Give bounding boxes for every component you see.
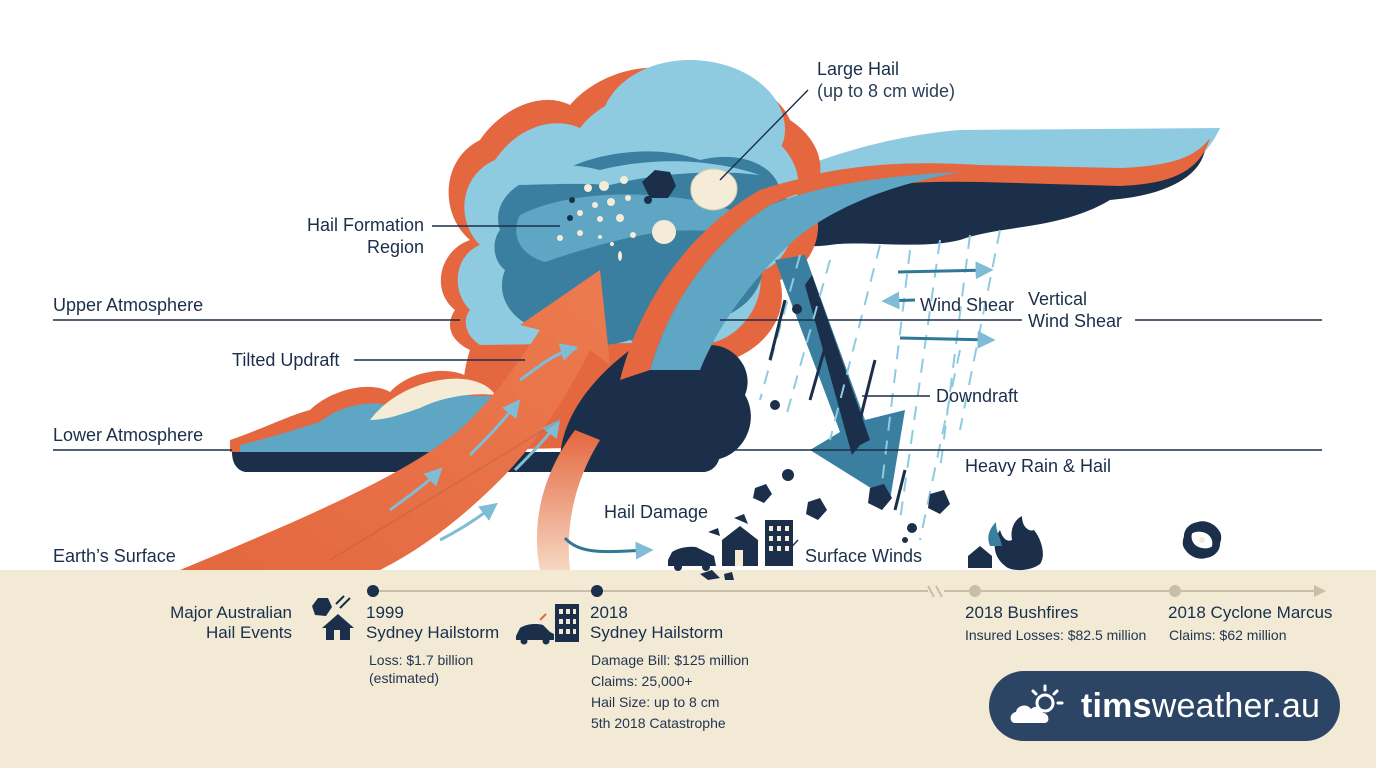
rain-streaks <box>759 229 1001 541</box>
hail-house-icon <box>312 595 354 640</box>
vertical-wind-shear-label: Vertical <box>1028 289 1088 309</box>
vertical-wind-shear-label-2: Wind Shear <box>1028 311 1123 331</box>
front-edge-blue <box>650 172 960 370</box>
heavy-rain-hail-label: Heavy Rain & Hail <box>965 456 1112 476</box>
cloud-tower <box>600 60 785 170</box>
cloud-crest <box>485 161 760 186</box>
event-2018-bushfires-detail: Insured Losses: $82.5 million <box>965 627 1147 643</box>
hail-damage-label: Hail Damage <box>604 502 709 522</box>
upper-atmosphere-label: Upper Atmosphere <box>53 295 204 315</box>
large-hail-label: Large Hail <box>817 59 900 79</box>
hail-formation-region-label: Region <box>366 237 424 257</box>
timeline-dot-2018-bushfires <box>969 585 981 597</box>
timeline-dot-2018-hail <box>591 585 603 597</box>
updraft-stem <box>536 430 600 570</box>
anvil-orange-edge <box>760 138 1210 205</box>
event-2018-hail-year: 2018 <box>590 603 628 622</box>
updraft-arrow <box>180 270 610 570</box>
wind-shear-label: Wind Shear <box>920 295 1015 315</box>
event-2018-cyclone-detail: Claims: $62 million <box>1169 627 1287 643</box>
lower-atmosphere-label: Lower Atmosphere <box>53 425 204 445</box>
shelf-cloud-blue <box>240 390 510 455</box>
brand-wordmark: timsweather.au <box>1081 687 1321 725</box>
hail-damage-illustration <box>668 514 793 580</box>
event-2018-hail-title: Sydney Hailstorm <box>590 623 724 642</box>
wind-shear-arrows <box>881 261 996 349</box>
timeline-heading: Major Australian <box>170 603 292 622</box>
timeline-heading-2: Hail Events <box>206 623 292 642</box>
cloud-dark-base <box>560 334 751 462</box>
cyclone-icon <box>1182 521 1222 559</box>
rain-dark-streaks <box>768 299 907 511</box>
downdraft-label: Downdraft <box>936 386 1019 406</box>
event-1999-title: Sydney Hailstorm <box>366 623 500 642</box>
event-1999-detail: Loss: $1.7 billion <box>369 652 474 668</box>
updraft-streak <box>329 419 561 561</box>
event-1999-detail: (estimated) <box>369 670 440 686</box>
shelf-cloud-cream <box>370 378 495 420</box>
event-1999-year: 1999 <box>366 603 404 622</box>
event-2018-bushfires-title: 2018 Bushfires <box>965 603 1079 622</box>
updraft-inner-arrows <box>389 343 579 542</box>
hail-formation-label: Hail Formation <box>306 215 424 235</box>
car-building-icon <box>516 604 579 645</box>
timeline-dot-1999 <box>367 585 379 597</box>
event-2018-hail-detail: 5th 2018 Catastrophe <box>591 715 726 731</box>
atmosphere-lines <box>53 319 1322 451</box>
event-2018-hail-detail: Damage Bill: $125 million <box>591 652 749 668</box>
timeline-dot-2018-cyclone <box>1169 585 1181 597</box>
sun-cloud-icon <box>1010 684 1064 723</box>
event-2018-hail-detail: Hail Size: up to 8 cm <box>591 694 720 710</box>
surface-winds-arrow <box>563 536 654 560</box>
anvil-underside <box>740 150 1205 247</box>
tilted-updraft-label: Tilted Updraft <box>232 350 340 370</box>
fire-house-icon <box>968 516 1043 571</box>
front-edge-arc <box>620 167 960 380</box>
event-2018-cyclone-title: 2018 Cyclone Marcus <box>1168 603 1333 622</box>
surface-winds-label: Surface Winds <box>805 546 923 566</box>
event-2018-hail-detail: Claims: 25,000+ <box>591 673 693 689</box>
hail-formation-particles <box>557 168 738 261</box>
brand-badge: timsweather.au <box>989 671 1340 741</box>
earths-surface-label: Earth’s Surface <box>53 546 176 566</box>
large-hail-size-label: (up to 8 cm wide) <box>817 81 956 101</box>
falling-hail <box>753 304 950 543</box>
timeline <box>367 585 1326 598</box>
